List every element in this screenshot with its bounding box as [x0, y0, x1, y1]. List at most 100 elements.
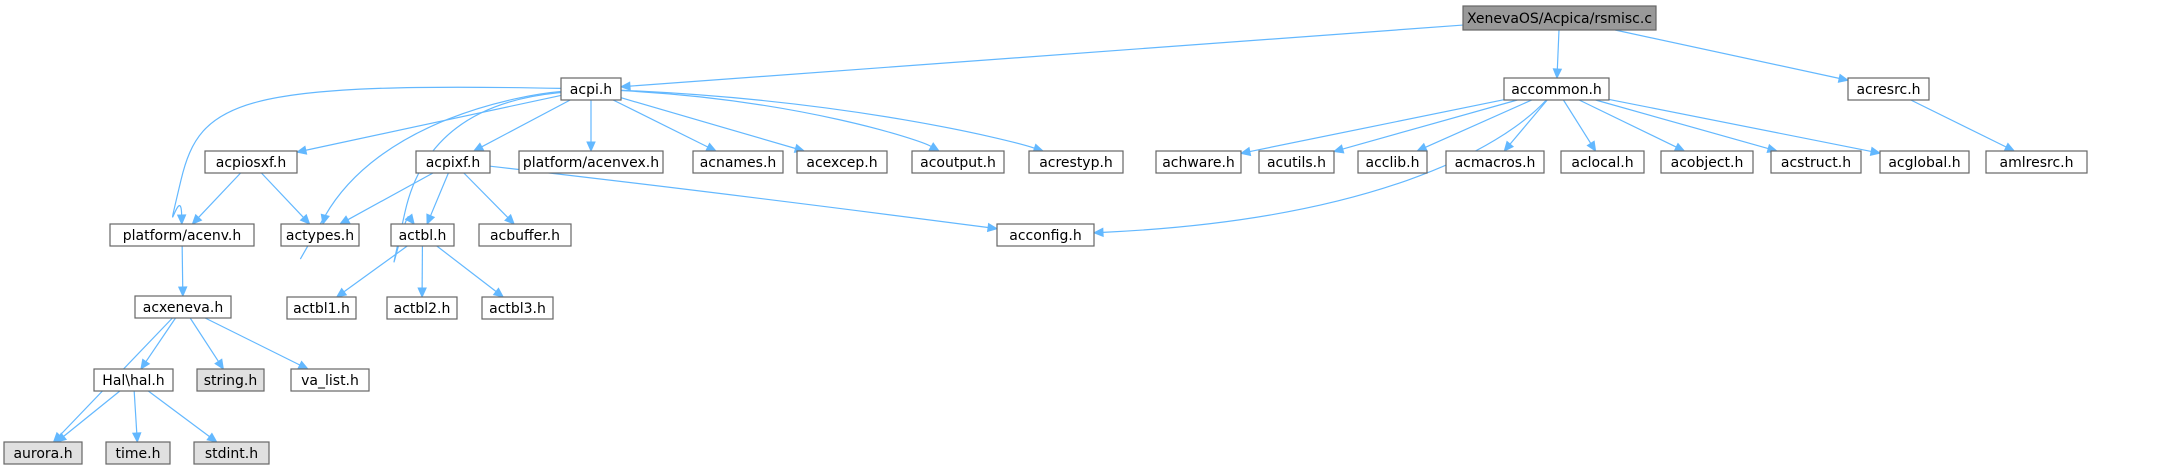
- arrowhead-icon: [1869, 146, 1882, 157]
- node-label: acnames.h: [700, 155, 777, 171]
- node-acmacros[interactable]: acmacros.h: [1445, 150, 1545, 174]
- node-acresrc[interactable]: acresrc.h: [1847, 77, 1930, 101]
- node-label: time.h: [116, 446, 161, 462]
- arrowhead-icon: [1552, 68, 1563, 80]
- node-box: [1560, 150, 1645, 174]
- arrowhead-icon: [191, 213, 203, 225]
- node-box: [196, 368, 265, 392]
- node-label: va_list.h: [301, 373, 359, 389]
- edge-line: [347, 172, 434, 221]
- edge-line: [1614, 29, 1840, 79]
- node-amlresrc[interactable]: amlresrc.h: [1985, 150, 2088, 174]
- node-box: [280, 223, 360, 247]
- node-acconfig[interactable]: acconfig.h: [996, 223, 1095, 247]
- node-box: [796, 150, 888, 174]
- arrowhead-icon: [1332, 144, 1345, 154]
- edge-accommon-to-acglobal: [1608, 98, 1882, 157]
- node-label: actbl1.h: [293, 301, 350, 317]
- node-acrestyp[interactable]: acrestyp.h: [1028, 150, 1124, 174]
- edge-acpi-to-acoutput: [620, 89, 941, 152]
- node-box: [109, 223, 255, 247]
- node-actypes[interactable]: actypes.h: [280, 223, 360, 247]
- edge-accommon-to-acutils: [1332, 99, 1518, 154]
- arrowhead-icon: [705, 142, 717, 152]
- edge-line: [171, 86, 562, 218]
- edge-line: [436, 245, 497, 292]
- node-acpixf[interactable]: acpixf.h: [415, 150, 491, 174]
- arrowhead-icon: [417, 287, 427, 299]
- node-valisth[interactable]: va_list.h: [290, 368, 370, 392]
- edge-accommon-to-achware: [1239, 99, 1505, 157]
- node-acenvex[interactable]: platform/acenvex.h: [518, 150, 664, 174]
- node-acxeneva[interactable]: acxeneva.h: [134, 295, 232, 319]
- arrowhead-icon: [426, 213, 436, 226]
- node-box: [1357, 150, 1428, 174]
- node-box: [478, 223, 572, 247]
- node-label: actbl2.h: [394, 301, 451, 317]
- node-stringh: string.h: [196, 368, 265, 392]
- edge-line: [145, 317, 177, 362]
- arrowhead-icon: [177, 286, 188, 298]
- edge-halh-to-timeh: [131, 390, 142, 444]
- arrowhead-icon: [295, 145, 308, 155]
- node-label: actypes.h: [286, 228, 354, 244]
- node-box: [692, 150, 784, 174]
- node-box: [996, 223, 1095, 247]
- node-acclib[interactable]: acclib.h: [1357, 150, 1428, 174]
- edge-line: [463, 172, 509, 219]
- node-acutils[interactable]: acutils.h: [1258, 150, 1335, 174]
- node-acnames[interactable]: acnames.h: [692, 150, 784, 174]
- node-label: accommon.h: [1511, 82, 1602, 98]
- node-achware[interactable]: achware.h: [1155, 150, 1242, 174]
- edge-actbl-to-actbl2: [417, 245, 427, 299]
- edge-line: [1425, 99, 1533, 148]
- edge-root-to-acresrc: [1614, 29, 1850, 83]
- edge-acpi-to-acenvex: [586, 100, 596, 153]
- edge-acpixf-to-acbuffer: [463, 172, 516, 225]
- edge-line: [133, 390, 138, 434]
- arrowhead-icon: [2003, 142, 2016, 152]
- node-accommon[interactable]: accommon.h: [1503, 77, 1610, 101]
- edge-acpi-to-acpixf: [472, 99, 571, 152]
- arrowhead-icon: [320, 213, 330, 226]
- node-root: XenevaOS/Acpica/rsmisc.c: [1462, 5, 1657, 31]
- node-acstruct[interactable]: acstruct.h: [1770, 150, 1862, 174]
- node-actbl3[interactable]: actbl3.h: [481, 296, 554, 320]
- edge-root-to-accommon: [1552, 29, 1563, 80]
- arrowhead-icon: [404, 213, 415, 225]
- node-label: acobject.h: [1671, 155, 1744, 171]
- edge-acpi-to-acexcep: [620, 97, 806, 153]
- edge-line: [1562, 99, 1592, 144]
- arrowhead-icon: [586, 141, 596, 153]
- node-acenv[interactable]: platform/acenv.h: [109, 223, 255, 247]
- node-actbl[interactable]: actbl.h: [390, 223, 455, 247]
- node-label: amlresrc.h: [2000, 155, 2074, 171]
- node-acpiosxf[interactable]: acpiosxf.h: [204, 150, 298, 174]
- node-box: [518, 150, 664, 174]
- node-acobject[interactable]: acobject.h: [1660, 150, 1754, 174]
- node-aclocal[interactable]: aclocal.h: [1560, 150, 1645, 174]
- node-actbl1[interactable]: actbl1.h: [286, 296, 357, 320]
- edge-accommon-to-acclib: [1416, 99, 1533, 152]
- node-actbl2[interactable]: actbl2.h: [386, 296, 458, 320]
- node-box: [1028, 150, 1124, 174]
- node-acpi[interactable]: acpi.h: [560, 77, 622, 101]
- edge-acresrc-to-amlresrc: [1910, 99, 2016, 152]
- node-halh[interactable]: Hal\hal.h: [93, 368, 174, 392]
- node-acoutput[interactable]: acoutput.h: [911, 150, 1005, 174]
- arrowhead-icon: [472, 142, 485, 152]
- node-box: [1847, 77, 1930, 101]
- node-label: stdint.h: [205, 446, 258, 462]
- node-box: [481, 296, 554, 320]
- node-box: [290, 368, 370, 392]
- node-acglobal[interactable]: acglobal.h: [1879, 150, 1970, 174]
- node-box: [386, 296, 458, 320]
- edge-actbl-to-actbl1: [335, 245, 408, 298]
- node-acexcep[interactable]: acexcep.h: [796, 150, 888, 174]
- edge-line: [181, 245, 184, 288]
- node-acbuffer[interactable]: acbuffer.h: [478, 223, 572, 247]
- node-label: aurora.h: [13, 446, 72, 462]
- node-label: Hal\hal.h: [102, 373, 164, 389]
- edge-line: [305, 94, 562, 151]
